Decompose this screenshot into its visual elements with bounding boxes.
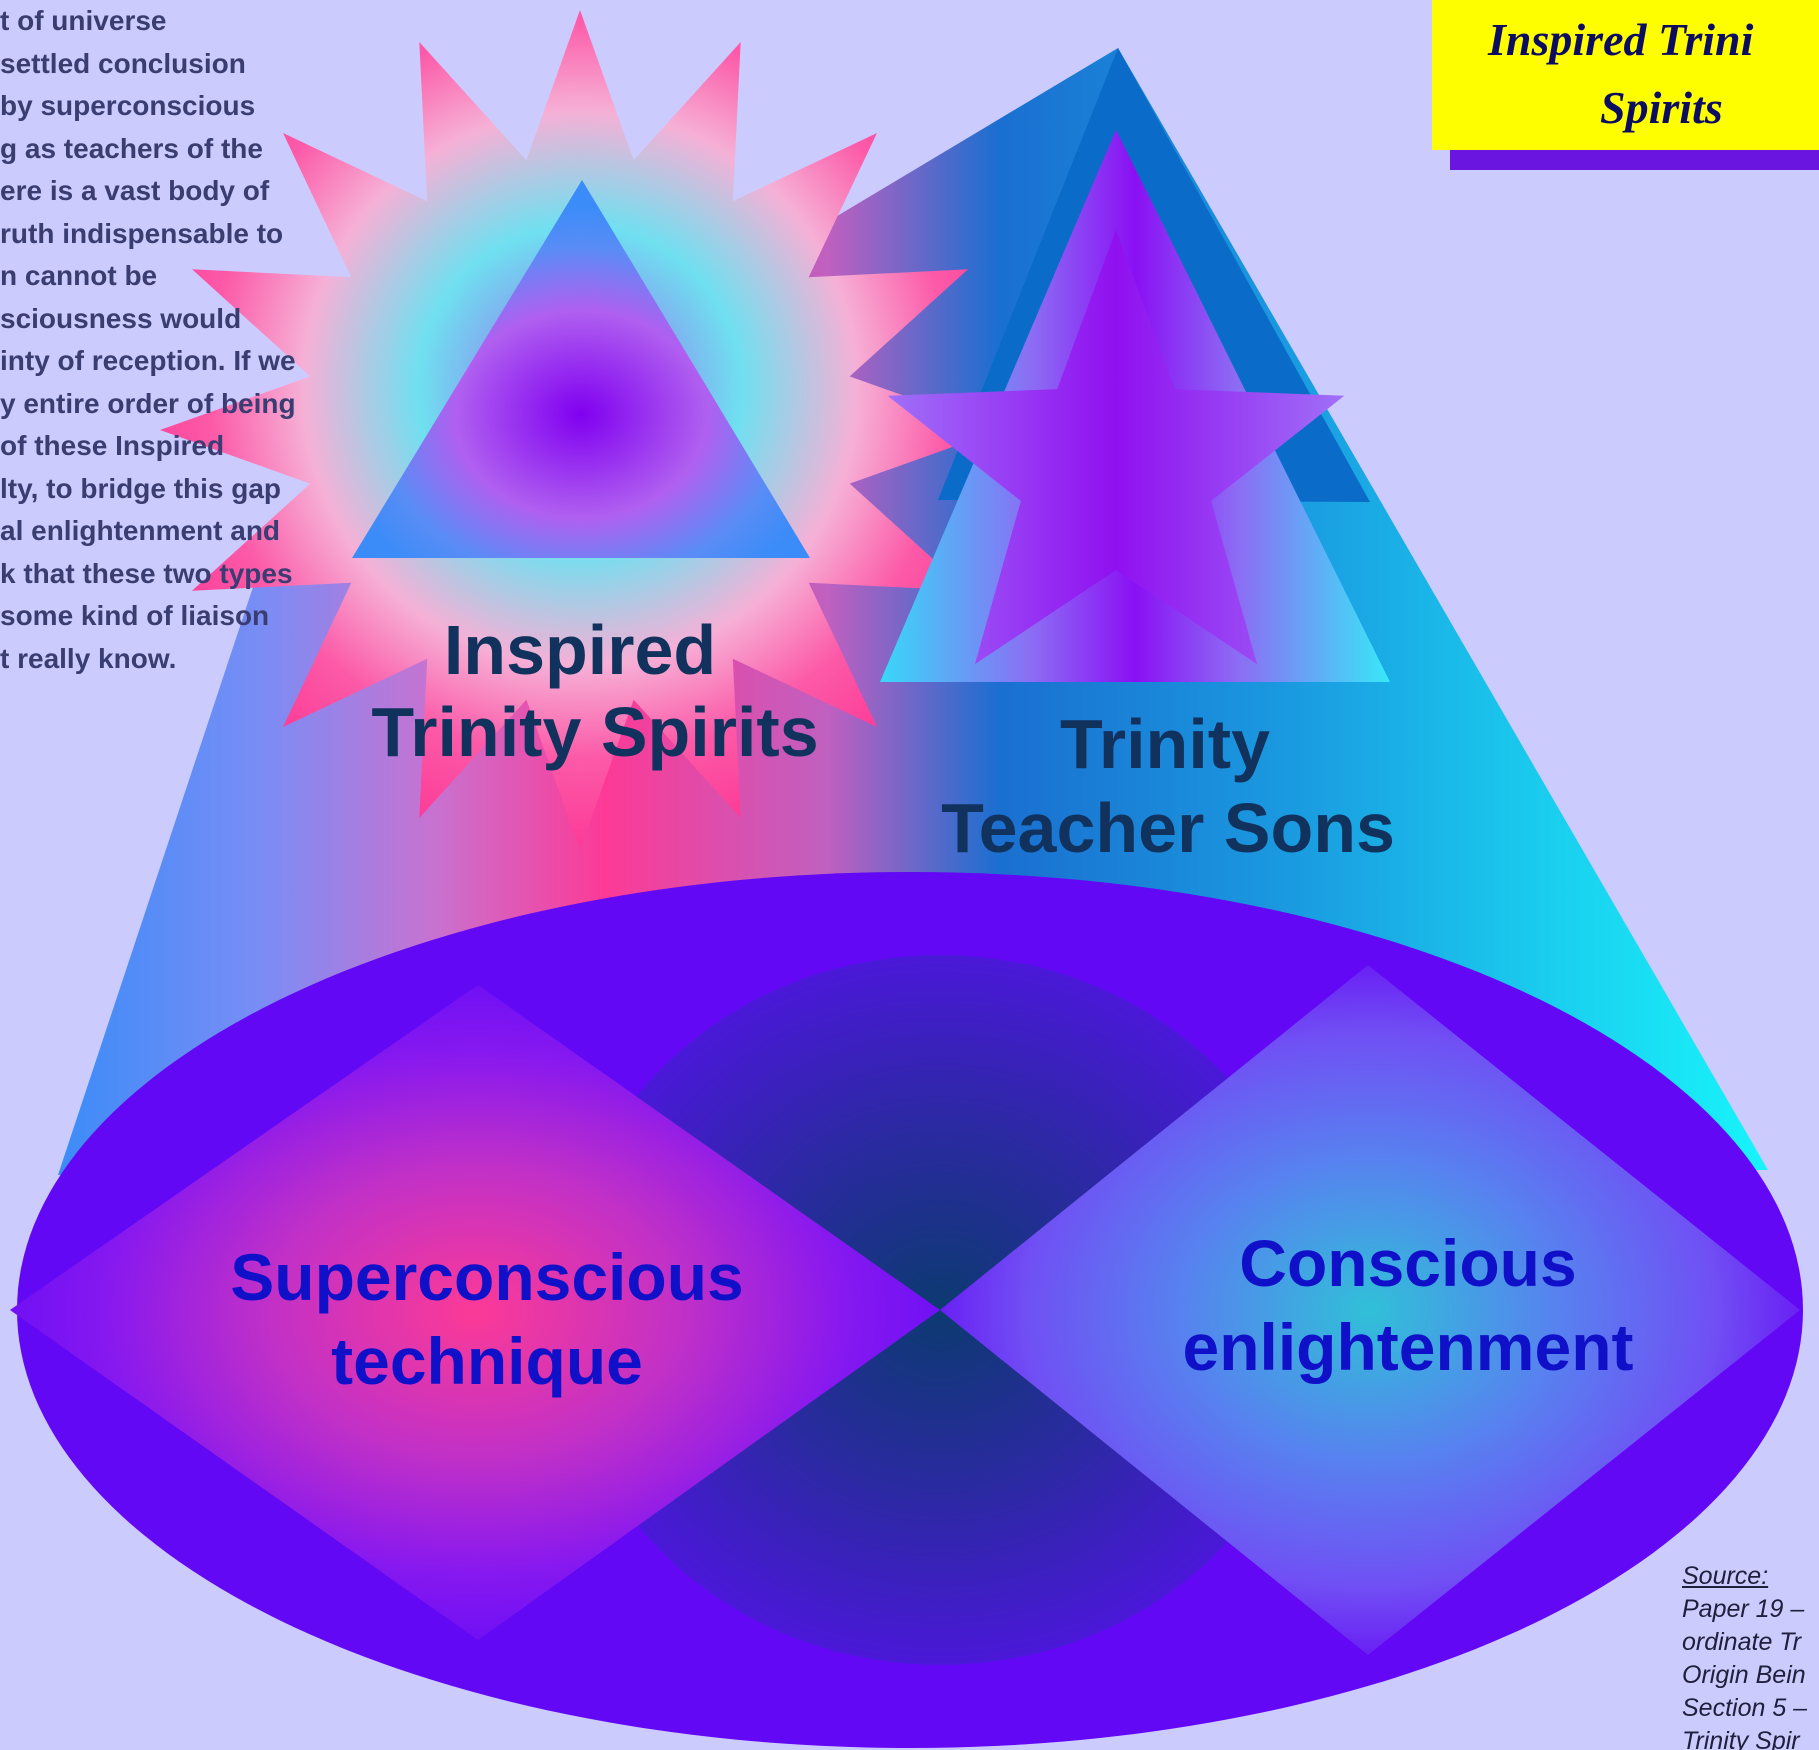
title-line1: Inspired Trini — [1488, 14, 1754, 65]
source-line: Paper 19 – — [1682, 1595, 1805, 1623]
title-box: Inspired Trini Spirits — [1432, 0, 1819, 150]
label-superconscious-line2: technique — [331, 1324, 643, 1398]
body-line: ruth indispensable to — [0, 217, 284, 249]
body-line: y entire order of being — [0, 387, 296, 419]
body-line: inty of reception. If we — [0, 345, 296, 376]
title-line2: Spirits — [1600, 82, 1723, 133]
body-line: k that these two types — [0, 557, 293, 589]
source-line: Origin Bein — [1682, 1661, 1806, 1689]
body-line: lty, to bridge this gap — [0, 472, 282, 504]
body-line: g as teachers of the — [0, 132, 263, 164]
inner-triangle — [352, 180, 810, 558]
body-line: of these Inspired — [0, 430, 225, 461]
label-teacher-line2: Teacher Sons — [941, 789, 1395, 867]
body-line: settled conclusion — [0, 47, 246, 79]
body-line: t of universe — [0, 5, 167, 36]
body-line: by superconscious — [0, 90, 256, 121]
left-diamond — [10, 985, 940, 1640]
source-label: Source: — [1682, 1562, 1769, 1590]
teacher-star — [887, 230, 1345, 665]
label-superconscious-line1: Superconscious — [230, 1240, 743, 1314]
body-line: t really know. — [0, 642, 177, 674]
label-teacher-line1: Trinity — [1060, 705, 1270, 783]
label-conscious-line2: enlightenment — [1182, 1310, 1633, 1384]
source-line: ordinate Tr — [1682, 1628, 1802, 1656]
body-line: sciousness would — [0, 302, 242, 334]
right-diamond — [940, 965, 1800, 1655]
label-conscious-line1: Conscious — [1239, 1226, 1576, 1300]
source-line: Section 5 – — [1682, 1694, 1808, 1722]
body-line: ere is a vast body of — [0, 175, 270, 206]
label-inspired-line1: Inspired — [444, 611, 716, 689]
source-line: Trinity Spir — [1682, 1727, 1800, 1750]
source-citation: Source: Paper 19 – ordinate Tr Origin Be… — [1682, 1560, 1807, 1750]
label-inspired-line2: Trinity Spirits — [371, 693, 818, 771]
body-paragraph: t of universe settled conclusion by supe… — [0, 0, 380, 680]
body-line: some kind of liaison — [0, 600, 270, 631]
body-line: al enlightenment and — [0, 515, 281, 546]
body-line: n cannot be — [0, 260, 158, 291]
